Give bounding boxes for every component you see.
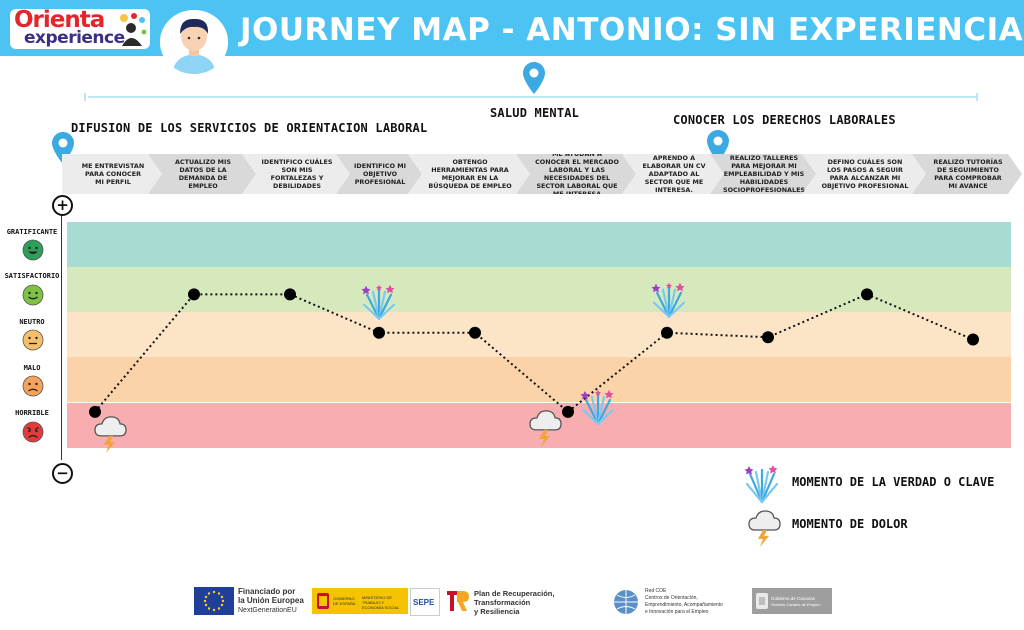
sepe-text: SEPE — [413, 598, 435, 607]
ministry-text: MINISTERIO DE TRABAJO Y ECONOMÍA SOCIAL — [362, 595, 400, 610]
stage-label-salud-mental: SALUD MENTAL — [490, 106, 580, 120]
step-3: IDENTIFICO CUÁLES SON MIS FORTALEZAS Y D… — [242, 154, 350, 194]
angry-face-icon — [22, 421, 44, 443]
eu-flag-icon — [194, 587, 234, 615]
level-label-satisfactorio: SATISFACTORIO — [4, 272, 60, 280]
journey-point-step-9 — [861, 288, 873, 301]
stage-label-derechos: CONOCER LOS DERECHOS LABORALES — [673, 113, 896, 127]
level-label-horrible: HORRIBLE — [15, 409, 49, 417]
step-4: IDENTIFICO MI OBJETIVO PROFESIONAL — [336, 154, 422, 194]
eu-text-line3: NextGenerationEU — [238, 607, 297, 614]
level-label-malo: MALO — [23, 364, 41, 372]
band-neutro — [67, 312, 1011, 357]
logo-line2: experience — [24, 28, 125, 48]
step-7: APRENDO A ELABORAR UN CV ADAPTADO AL SEC… — [622, 154, 724, 194]
gov-text: GOBIERNO DE ESPAÑA — [333, 596, 356, 606]
spain-coat-of-arms-icon — [317, 593, 329, 609]
storm-cloud-icon — [748, 510, 781, 547]
pain-moment-storm-icon-1 — [94, 416, 127, 453]
neutral-face-icon — [22, 329, 44, 351]
minus-icon: − — [52, 463, 73, 484]
timeline-end-tick — [976, 93, 978, 101]
person-avatar-icon — [160, 10, 228, 74]
page-title: JOURNEY MAP - ANTONIO: SIN EXPERIENCIA — [240, 12, 1024, 48]
step-label: APRENDO A ELABORAR UN CV ADAPTADO AL SEC… — [642, 154, 706, 194]
band-satisfactorio — [67, 267, 1011, 312]
firework-icon — [744, 465, 779, 504]
stage-timeline — [88, 96, 978, 98]
journey-line — [94, 293, 974, 414]
prtr-text-line2: Transformación — [474, 598, 531, 607]
level-label-neutro: NEUTRO — [19, 318, 45, 326]
step-9: DEFINO CUÁLES SON LOS PASOS A SEGUIR PAR… — [802, 154, 926, 194]
journey-point-step-4 — [373, 326, 385, 339]
journey-point-step-6 — [562, 405, 574, 418]
coe-text-line3: Emprendimiento, Acompañamiento — [645, 602, 723, 608]
stage-location-pin-icon — [523, 62, 545, 94]
step-label: OBTENGO HERRAMIENTAS PARA MEJORAR EN LA … — [428, 158, 512, 190]
canarias-text-line2: Servicio Canario de Empleo — [771, 602, 821, 607]
legend-pain-label: MOMENTO DE DOLOR — [792, 517, 908, 531]
prtr-logo-icon — [447, 591, 469, 611]
logo-line1: Orienta — [14, 7, 105, 33]
prtr-text-line1: Plan de Recuperación, — [474, 589, 555, 598]
band-malo — [67, 357, 1011, 402]
band-gratificante — [67, 222, 1011, 267]
red-coe-globe-icon — [614, 590, 638, 614]
canarias-text-line1: Gobierno de Canarias — [771, 596, 816, 601]
journey-point-step-7 — [661, 326, 673, 339]
step-10: REALIZO TUTORÍAS DE SEGUIMIENTO PARA COM… — [912, 154, 1022, 194]
coe-text-line2: Centros de Orientación, — [645, 595, 698, 601]
truth-moment-firework-icon-3 — [651, 282, 686, 318]
coe-text-line4: e Innovación para el Empleo — [645, 609, 709, 615]
timeline-start-tick — [84, 93, 86, 101]
journey-point-step-5 — [469, 326, 481, 339]
journey-point-step-10 — [967, 333, 979, 346]
legend-truth-label: MOMENTO DE LA VERDAD O CLAVE — [792, 475, 995, 489]
coe-text-line1: Red COE — [645, 588, 667, 594]
journey-point-step-1 — [89, 405, 101, 418]
step-label: REALIZO TUTORÍAS DE SEGUIMIENTO PARA COM… — [933, 158, 1003, 190]
step-8: REALIZO TALLERES PARA MEJORAR MI EMPLEAB… — [710, 154, 816, 194]
eu-text-line2: la Unión Europea — [238, 596, 304, 605]
level-label-gratificante: GRATIFICANTE — [6, 228, 58, 236]
sepe-logo — [410, 588, 440, 616]
step-label: IDENTIFICO CUÁLES SON MIS FORTALEZAS Y D… — [261, 158, 333, 190]
plus-icon: + — [52, 195, 73, 216]
truth-moment-firework-icon-1 — [361, 284, 396, 320]
sad-face-icon — [22, 375, 44, 397]
step-label: ACTUALIZO MIS DATOS DE LA DEMANDA DE EMP… — [174, 158, 231, 190]
very-happy-face-icon — [22, 239, 44, 261]
eu-text-line1: Financiado por — [238, 587, 296, 596]
step-1: ME ENTREVISTAN PARA CONOCER MI PERFIL — [62, 154, 162, 194]
avatar — [160, 10, 228, 74]
truth-moment-firework-icon-2 — [580, 389, 615, 425]
pain-moment-storm-icon-2 — [529, 410, 562, 447]
step-label: DEFINO CUÁLES SON LOS PASOS A SEGUIR PAR… — [821, 158, 909, 190]
logo-figure-icon — [120, 13, 147, 46]
step-label: ME ENTREVISTAN PARA CONOCER MI PERFIL — [81, 162, 145, 186]
step-5: OBTENGO HERRAMIENTAS PARA MEJORAR EN LA … — [408, 154, 530, 194]
canarias-coat-of-arms-icon — [756, 593, 768, 609]
step-label: REALIZO TALLERES PARA MEJORAR MI EMPLEAB… — [722, 154, 806, 194]
step-2: ACTUALIZO MIS DATOS DE LA DEMANDA DE EMP… — [148, 154, 256, 194]
step-label: IDENTIFICO MI OBJETIVO PROFESIONAL — [354, 162, 406, 186]
stage-label-difusion: DIFUSION DE LOS SERVICIOS DE ORIENTACION… — [71, 121, 428, 135]
journey-point-step-8 — [762, 331, 774, 344]
journey-point-step-2 — [188, 288, 200, 301]
happy-face-icon — [22, 284, 44, 306]
journey-point-step-3 — [284, 288, 296, 301]
emotion-axis — [61, 210, 62, 460]
prtr-text-line3: y Resiliencia — [474, 607, 520, 616]
